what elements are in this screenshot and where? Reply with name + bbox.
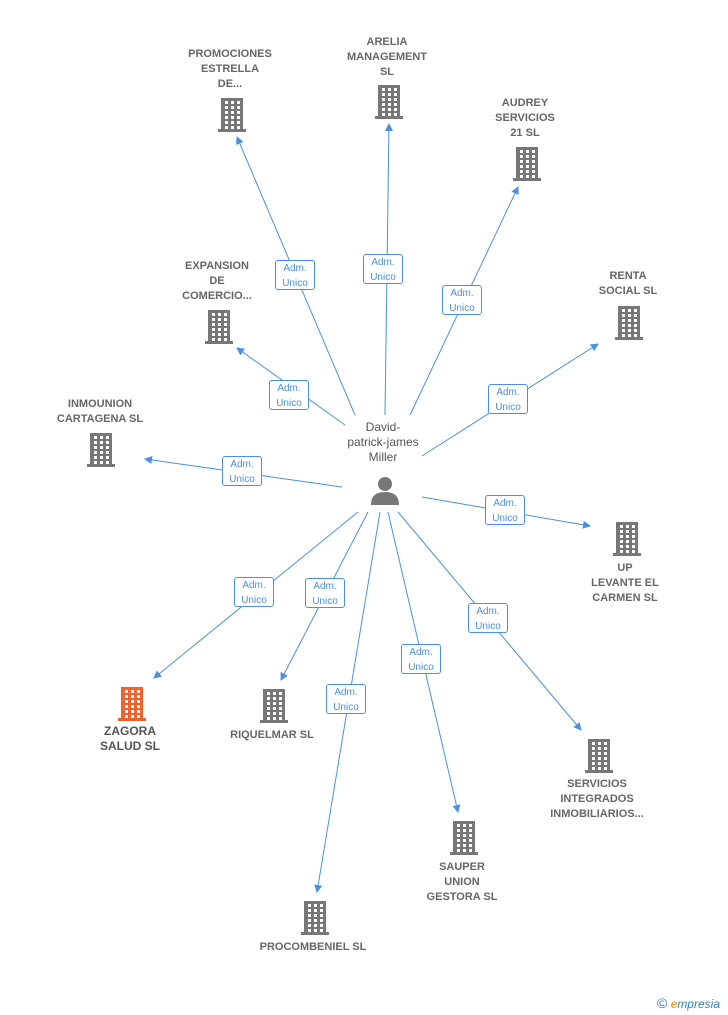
company-label-sauper[interactable]: SAUPER UNION GESTORA SL xyxy=(426,861,498,903)
relation-badge-expansion: Adm. Unico xyxy=(269,380,309,410)
relation-badge-renta: Adm. Unico xyxy=(488,384,528,414)
relation-label-line1: Adm. xyxy=(277,383,301,394)
company-label-promociones[interactable]: PROMOCIONES ESTRELLA DE... xyxy=(188,48,272,90)
relation-label-line2: Unico xyxy=(333,702,359,713)
relation-badge-arelia: Adm. Unico xyxy=(363,254,403,284)
relation-label-line1: Adm. xyxy=(493,498,517,509)
brand-name: mpresia xyxy=(677,997,720,1011)
relation-badge-audrey: Adm. Unico xyxy=(442,285,482,315)
relation-label-line2: Unico xyxy=(408,662,434,673)
relation-badge-procombeniel: Adm. Unico xyxy=(326,684,366,714)
company-label-up-levante[interactable]: UP LEVANTE EL CARMEN SL xyxy=(591,562,659,604)
relation-label-line2: Unico xyxy=(475,621,501,632)
relation-label-line1: Adm. xyxy=(313,581,337,592)
person-icon[interactable] xyxy=(369,474,401,506)
relation-label-line2: Unico xyxy=(229,474,255,485)
building-icon[interactable] xyxy=(584,738,614,774)
brand-initial: e xyxy=(670,997,678,1011)
building-icon[interactable] xyxy=(204,309,234,345)
company-label-zagora[interactable]: ZAGORA SALUD SL xyxy=(100,724,160,753)
copyright-icon: © xyxy=(656,995,668,1011)
relation-label-line1: Adm. xyxy=(450,288,474,299)
building-icon[interactable] xyxy=(512,146,542,182)
relation-badge-up-levante: Adm. Unico xyxy=(485,495,525,525)
relation-label-line1: Adm. xyxy=(334,687,358,698)
relation-badge-riquelmar: Adm. Unico xyxy=(305,578,345,608)
footer-brand: © empresia xyxy=(657,995,720,1011)
relation-label-line1: Adm. xyxy=(371,257,395,268)
building-icon[interactable] xyxy=(614,305,644,341)
company-label-servicios[interactable]: SERVICIOS INTEGRADOS INMOBILIARIOS... xyxy=(550,778,644,820)
relation-label-line1: Adm. xyxy=(409,647,433,658)
person-name[interactable]: David- patrick-james Miller xyxy=(347,420,419,464)
company-label-arelia[interactable]: ARELIA MANAGEMENT SL xyxy=(346,36,428,78)
relation-label-line2: Unico xyxy=(241,595,267,606)
building-icon[interactable] xyxy=(217,97,247,133)
relation-badge-inmounion: Adm. Unico xyxy=(222,456,262,486)
relation-badge-servicios: Adm. Unico xyxy=(468,603,508,633)
relation-label-line2: Unico xyxy=(370,272,396,283)
building-icon[interactable] xyxy=(449,820,479,856)
relation-badge-promociones: Adm. Unico xyxy=(275,260,315,290)
building-icon[interactable] xyxy=(300,900,330,936)
relation-label-line1: Adm. xyxy=(242,580,266,591)
relation-label-line2: Unico xyxy=(495,402,521,413)
relation-label-line1: Adm. xyxy=(283,263,307,274)
building-icon[interactable] xyxy=(86,432,116,468)
company-label-expansion[interactable]: EXPANSION DE COMERCIO... xyxy=(182,260,252,302)
building-icon[interactable] xyxy=(117,686,147,722)
company-label-procombeniel[interactable]: PROCOMBENIEL SL xyxy=(259,941,367,953)
relation-label-line2: Unico xyxy=(282,278,308,289)
relation-label-line2: Unico xyxy=(449,303,475,314)
company-label-audrey[interactable]: AUDREY SERVICIOS 21 SL xyxy=(495,97,555,139)
building-icon[interactable] xyxy=(259,688,289,724)
relation-label-line1: Adm. xyxy=(230,459,254,470)
relation-label-line2: Unico xyxy=(276,398,302,409)
building-icon[interactable] xyxy=(612,521,642,557)
relation-label-line2: Unico xyxy=(492,513,518,524)
company-label-inmounion[interactable]: INMOUNION CARTAGENA SL xyxy=(56,398,144,425)
building-icon[interactable] xyxy=(374,84,404,120)
relation-label-line1: Adm. xyxy=(476,606,500,617)
relation-label-line1: Adm. xyxy=(496,387,520,398)
relation-badge-zagora: Adm. Unico xyxy=(234,577,274,607)
relation-label-line2: Unico xyxy=(312,596,338,607)
company-label-renta[interactable]: RENTA SOCIAL SL xyxy=(598,270,658,297)
company-label-riquelmar[interactable]: RIQUELMAR SL xyxy=(230,729,314,741)
relation-badge-sauper: Adm. Unico xyxy=(401,644,441,674)
